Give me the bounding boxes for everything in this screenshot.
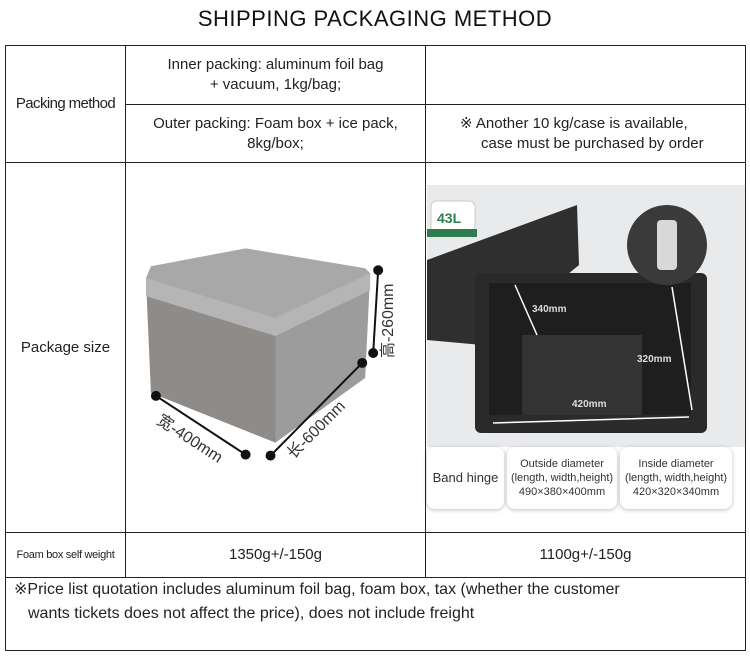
card-line: Inside diameter (638, 458, 714, 470)
page-title: SHIPPING PACKAGING METHOD (197, 6, 553, 31)
inner-length-label: 420mm (572, 399, 607, 410)
band-hinge-text: Band hinge (432, 470, 499, 485)
card-line: 420×320×340mm (632, 486, 720, 498)
packing-method-label: Packing method (5, 45, 126, 163)
case-note-cell: ※ Another 10 kg/case is available, case … (425, 104, 746, 163)
outer-packing-cell: Outer packing: Foam box + ice pack, 8kg/… (125, 104, 426, 163)
foam-box-black-cell: 43L 340mm 320mm 420mm (425, 162, 746, 533)
width-label: 宽-400mm (154, 411, 226, 467)
foam-box-gray-cell: 宽-400mm 长-600mm 高-260mm (125, 162, 426, 533)
band-hinge-card: Band hinge (427, 447, 504, 509)
package-size-label: Package size (5, 162, 126, 533)
depth-label: 340mm (532, 304, 567, 315)
price-note-line2: wants tickets does not affect the price)… (28, 605, 475, 622)
price-note-line1: ※Price list quotation includes aluminum … (14, 581, 620, 598)
case-note-line2: case must be purchased by order (481, 134, 704, 152)
height-label: 高-260mm (379, 283, 397, 357)
outside-diameter-card: Outside diameter (length, width,height) … (507, 447, 617, 509)
card-line: 490×380×400mm (518, 486, 606, 498)
inner-width-label: 320mm (637, 354, 672, 365)
self-weight-label: Foam box self weight (5, 532, 126, 578)
card-line: Outside diameter (520, 458, 604, 470)
inner-packing-cell: Inner packing: aluminum foil bag + vacuu… (125, 45, 426, 105)
price-note-cell: ※Price list quotation includes aluminum … (5, 577, 746, 651)
gray-foam-box-image: 宽-400mm 长-600mm 高-260mm (145, 247, 397, 467)
empty-cell (425, 45, 746, 105)
case-note-line1: ※ Another 10 kg/case is available, (460, 114, 688, 132)
card-line: (length, width,height) (510, 472, 614, 484)
capacity-badge: 43L (437, 210, 462, 226)
weight-box1: 1350g+/-150g (125, 532, 426, 578)
weight-box2: 1100g+/-150g (425, 532, 746, 578)
inside-diameter-card: Inside diameter (length, width,height) 4… (620, 447, 732, 509)
card-line: (length, width,height) (624, 472, 728, 484)
black-foam-box-image: 43L 340mm 320mm 420mm (426, 185, 745, 447)
